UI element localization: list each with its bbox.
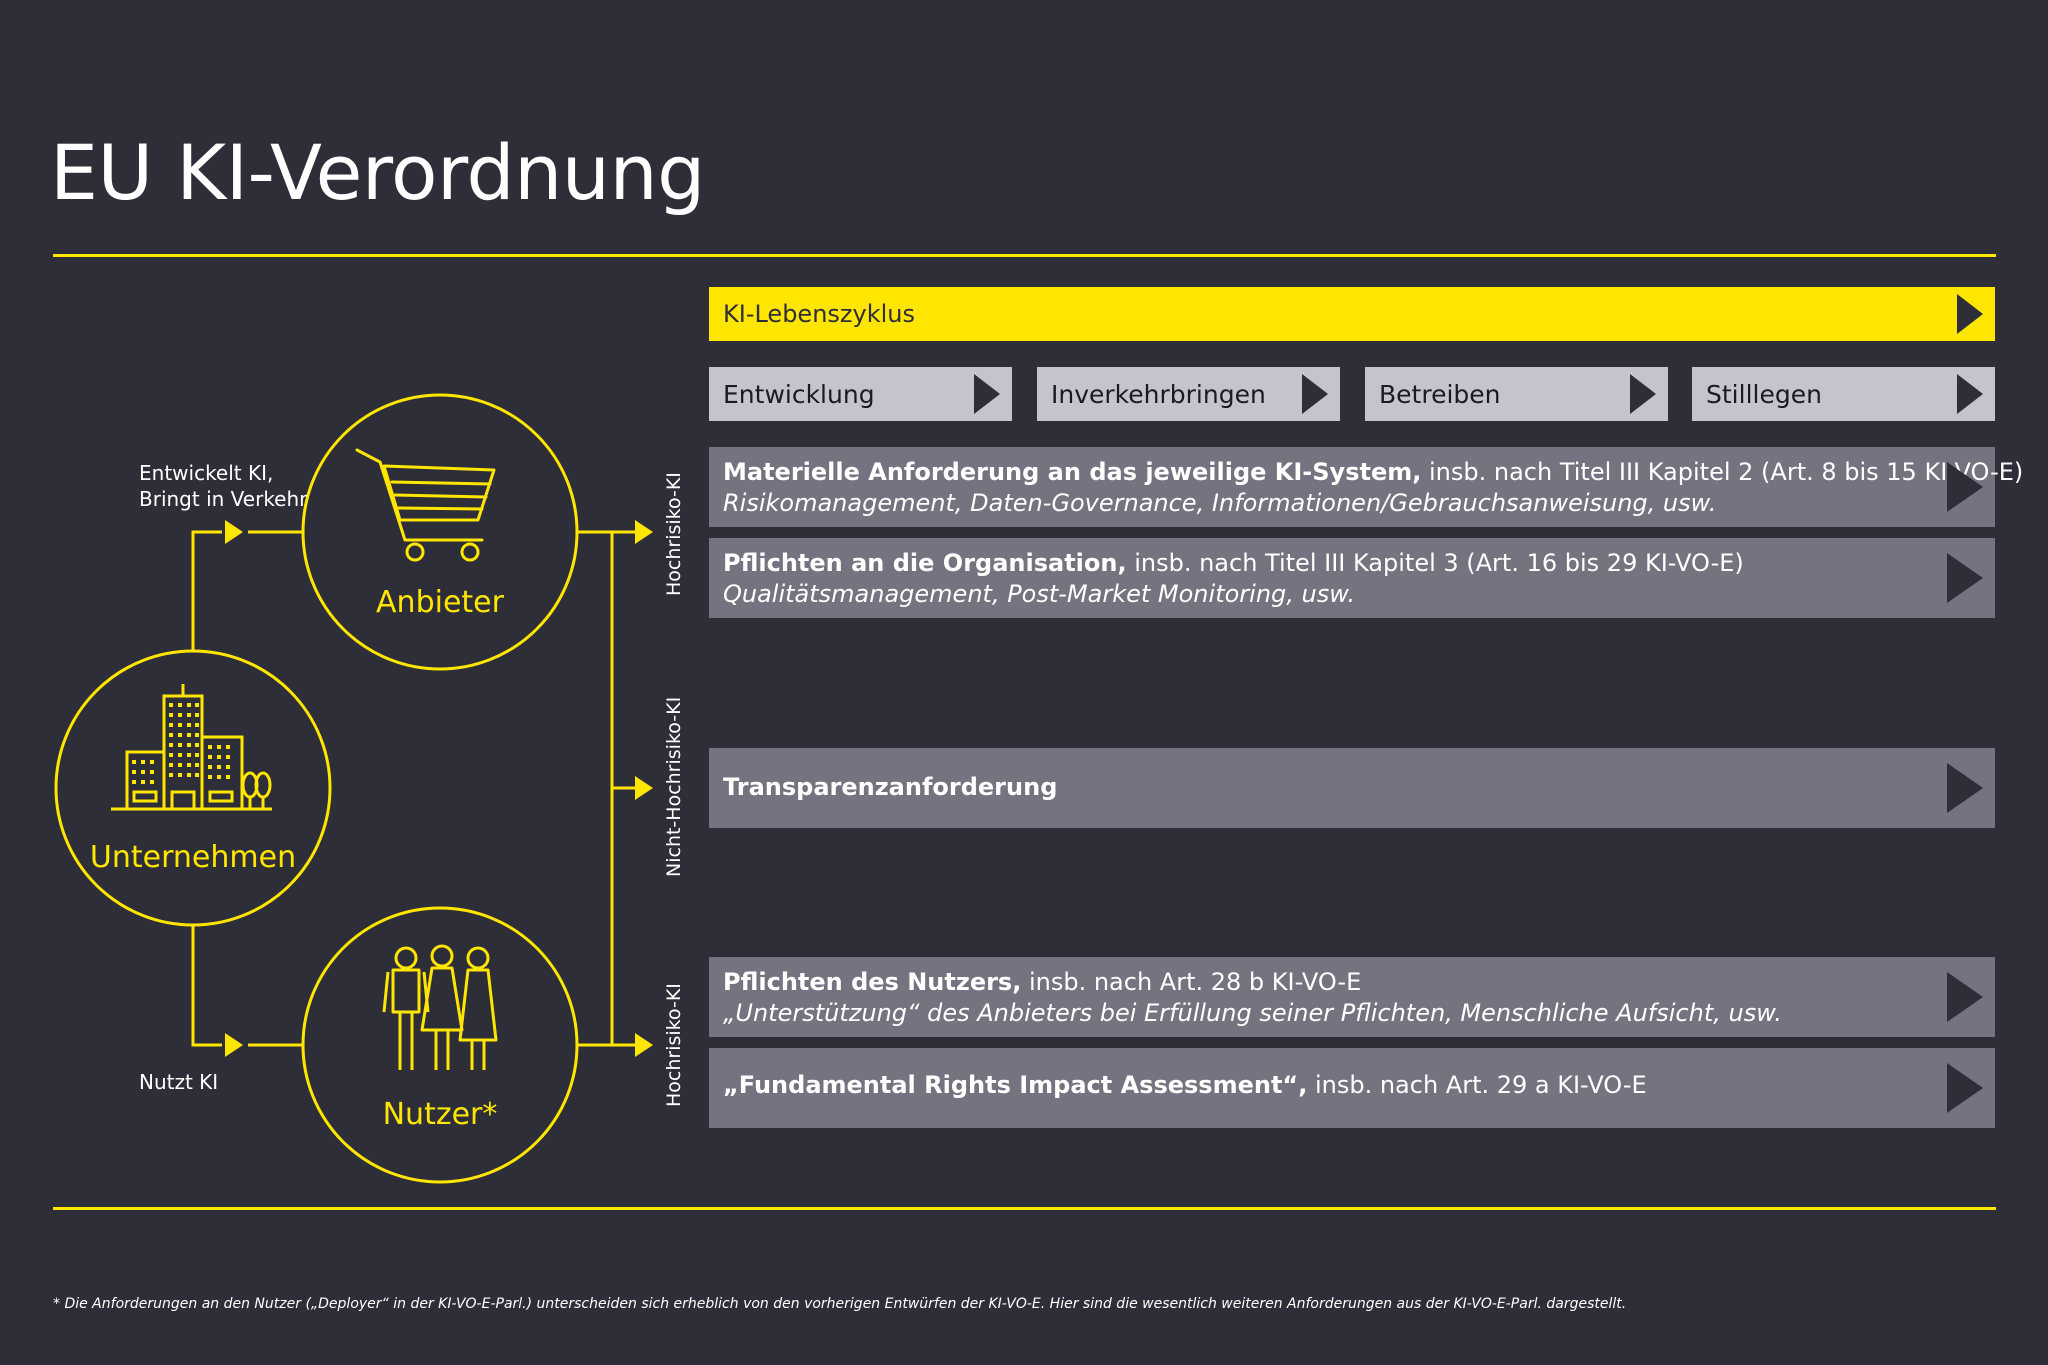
phase-label: Betreiben	[1379, 379, 1501, 409]
risk-label-high-bottom: Hochrisiko-KI	[663, 983, 685, 1107]
phase-label: Entwicklung	[723, 379, 875, 409]
requirement-arrow-icon	[1947, 1063, 1983, 1113]
connector-company-provider	[191, 530, 222, 652]
page-title: EU KI-Verordnung	[50, 128, 705, 217]
requirement-organisation: Pflichten an die Organisation, insb. nac…	[709, 538, 1995, 618]
phase-arrow-icon	[1630, 374, 1656, 414]
phase-label: Inverkehrbringen	[1051, 379, 1266, 409]
arrow-high-top	[635, 520, 653, 544]
phase-placing-on-market: Inverkehrbringen	[1037, 367, 1340, 421]
lifecycle-arrow-icon	[1957, 294, 1983, 334]
requirement-transparency: Transparenzanforderung	[709, 748, 1995, 828]
provider-edge-label-2: Bringt in Verkehr	[139, 487, 308, 511]
phase-arrow-icon	[1302, 374, 1328, 414]
arrow-nonhigh	[635, 776, 653, 800]
buildings-icon	[111, 684, 272, 811]
lifecycle-bar: KI-Lebenszyklus	[709, 287, 1995, 341]
requirement-material: Materielle Anforderung an das jeweilige …	[709, 447, 2023, 527]
building-windows	[132, 703, 230, 784]
phase-operation: Betreiben	[1365, 367, 1668, 421]
phase-arrow-icon	[974, 374, 1000, 414]
phase-decommission: Stilllegen	[1692, 367, 1995, 421]
provider-label: Anbieter	[376, 585, 504, 620]
bottom-divider	[53, 1207, 1996, 1210]
company-circle	[54, 649, 332, 927]
requirement-reference: insb. nach Titel III Kapitel 2 (Art. 8 b…	[1421, 458, 2024, 486]
arrow-provider-in	[225, 520, 243, 544]
requirement-arrow-icon	[1947, 553, 1983, 603]
requirement-title: Pflichten des Nutzers,	[723, 968, 1022, 996]
requirement-title: Pflichten an die Organisation,	[723, 549, 1127, 577]
requirement-fria: „Fundamental Rights Impact Assessment“, …	[709, 1048, 1995, 1128]
people-icon	[382, 944, 498, 1070]
company-label: Unternehmen	[89, 840, 297, 875]
arrow-user-in	[225, 1033, 243, 1057]
requirement-arrow-icon	[1947, 462, 1983, 512]
requirement-details: Qualitätsmanagement, Post-Market Monitor…	[723, 580, 1355, 608]
requirement-arrow-icon	[1947, 972, 1983, 1022]
requirement-arrow-icon	[1947, 763, 1983, 813]
user-label: Nutzer*	[382, 1097, 498, 1132]
arrow-high-bottom	[635, 1033, 653, 1057]
connector-company-user	[191, 925, 222, 1047]
user-circle	[301, 906, 579, 1184]
requirement-title: „Fundamental Rights Impact Assessment“,	[723, 1071, 1308, 1099]
requirement-reference: insb. nach Art. 29 a KI-VO-E	[1307, 1071, 1647, 1099]
top-divider	[53, 254, 1996, 257]
requirement-details: „Unterstützung“ des Anbieters bei Erfüll…	[723, 999, 1782, 1027]
requirement-title: Transparenzanforderung	[723, 773, 1058, 801]
shopping-cart-icon	[355, 448, 496, 562]
requirement-user-duties: Pflichten des Nutzers, insb. nach Art. 2…	[709, 957, 1995, 1037]
requirement-reference: insb. nach Titel III Kapitel 3 (Art. 16 …	[1126, 549, 1744, 577]
lifecycle-label: KI-Lebenszyklus	[723, 300, 915, 328]
requirement-details: Risikomanagement, Daten-Governance, Info…	[723, 489, 1717, 517]
phase-development: Entwicklung	[709, 367, 1012, 421]
provider-circle	[301, 393, 579, 671]
requirement-reference: insb. nach Art. 28 b KI-VO-E	[1021, 968, 1362, 996]
user-edge-label: Nutzt KI	[139, 1070, 219, 1094]
risk-label-high-top: Hochrisiko-KI	[663, 472, 685, 596]
footnote: * Die Anforderungen an den Nutzer („Depl…	[53, 1296, 1627, 1312]
provider-edge-label-1: Entwickelt KI,	[139, 461, 274, 485]
requirement-title: Materielle Anforderung an das jeweilige …	[723, 458, 1422, 486]
phase-label: Stilllegen	[1706, 379, 1822, 409]
risk-label-non-high: Nicht-Hochrisiko-KI	[663, 696, 685, 877]
phase-arrow-icon	[1957, 374, 1983, 414]
